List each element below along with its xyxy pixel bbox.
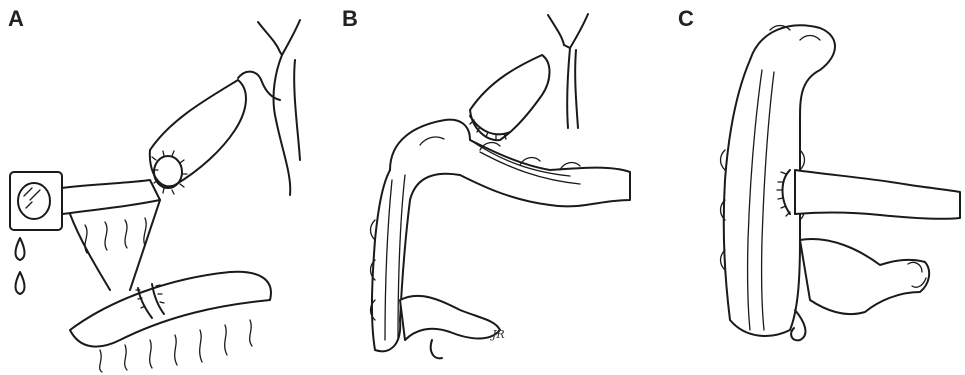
jejunal-limb-c <box>795 170 960 219</box>
bile-duct-b <box>548 14 588 128</box>
appendix-b <box>431 340 442 358</box>
lower-bowel <box>70 272 271 347</box>
duodenal-pouch <box>470 55 550 140</box>
artist-signature: JR <box>492 328 505 341</box>
afferent-limb <box>62 180 160 214</box>
panel-a: A <box>0 0 330 375</box>
mesentery <box>70 200 160 290</box>
terminal-ileum-b <box>400 296 500 340</box>
drop-2 <box>16 272 25 294</box>
bile-duct <box>258 20 300 195</box>
panel-c-illustration <box>650 0 965 375</box>
panel-b-illustration <box>330 0 650 375</box>
panel-c: C <box>650 0 965 375</box>
jejunal-limb <box>150 80 246 186</box>
panel-b: B JR <box>330 0 650 375</box>
panel-a-illustration <box>0 0 330 375</box>
drop-1 <box>16 238 25 260</box>
ileum-loop-c <box>800 239 929 314</box>
